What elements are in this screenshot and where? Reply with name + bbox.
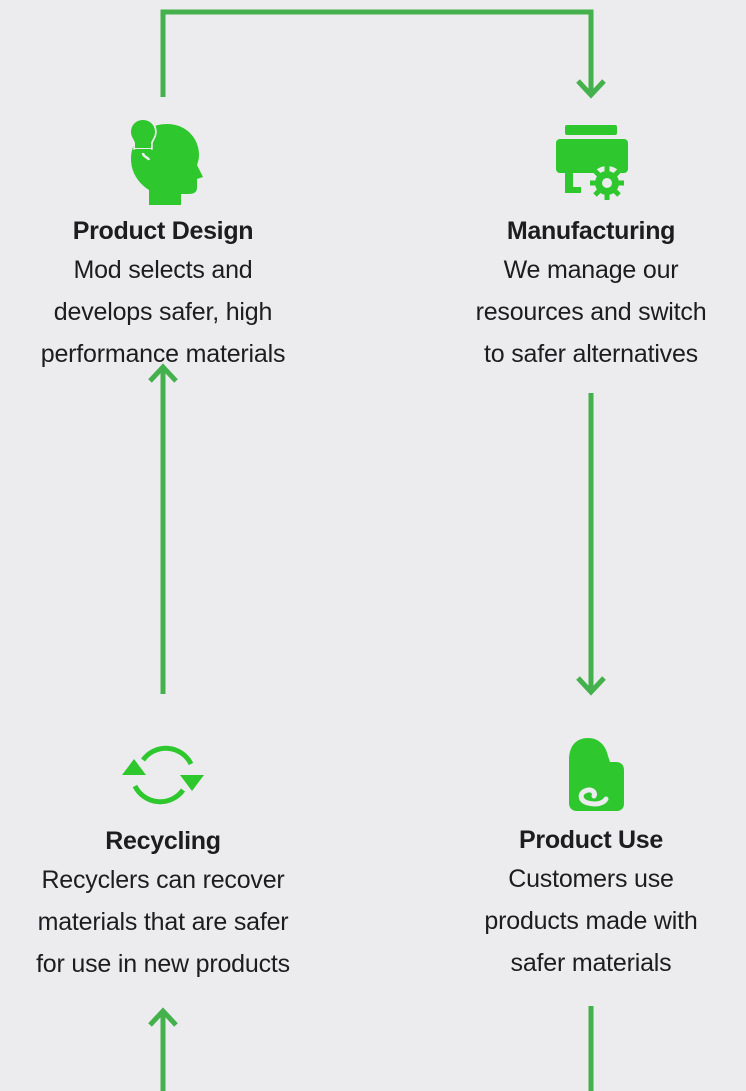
factory-gear-icon [556, 125, 628, 200]
connector-design-to-manufacturing [160, 9, 594, 97]
manufacturing-description-line: We manage our [503, 256, 679, 284]
node-product-use: Product Use Customers use products made … [431, 734, 746, 984]
design-description-line: performance materials [40, 340, 286, 368]
manufacturing-description: We manage our resources and switch to sa… [431, 249, 746, 375]
manufacturing-description-line: to safer alternatives [484, 340, 698, 368]
design-description: Mod selects and develops safer, high per… [3, 249, 323, 375]
node-recycling: Recycling Recyclers can recover material… [3, 735, 323, 985]
design-description-line: develops safer, high [53, 298, 273, 326]
manufacturing-description-line: resources and switch [475, 298, 707, 326]
arrowhead-manufacturing [576, 79, 606, 99]
recycle-arrows-icon [122, 745, 204, 805]
head-lightbulb-icon [129, 118, 203, 205]
node-manufacturing: Manufacturing We manage our resources an… [431, 115, 746, 375]
design-description-line: Mod selects and [73, 256, 253, 284]
recycling-description-line: Recyclers can recover [41, 866, 285, 894]
node-product-design: Product Design Mod selects and develops … [3, 115, 323, 375]
product-use-title: Product Use [519, 826, 663, 854]
product-use-description: Customers use products made with safer m… [431, 858, 746, 984]
arrowhead-product-use [576, 676, 606, 696]
product-use-description-line: Customers use [508, 865, 674, 893]
recycling-description-line: materials that are safer [37, 908, 289, 936]
recycling-title: Recycling [105, 827, 221, 855]
product-use-description-line: safer materials [510, 949, 672, 977]
product-use-description-line: products made with [484, 907, 698, 935]
arrowhead-recycling [148, 1007, 178, 1027]
manufacturing-title: Manufacturing [506, 217, 676, 245]
recycling-description-line: for use in new products [36, 950, 290, 978]
recycling-description: Recyclers can recover materials that are… [3, 859, 323, 985]
arrowhead-product-design [148, 363, 178, 383]
design-title: Product Design [72, 217, 254, 245]
hand-product-icon [569, 738, 624, 811]
